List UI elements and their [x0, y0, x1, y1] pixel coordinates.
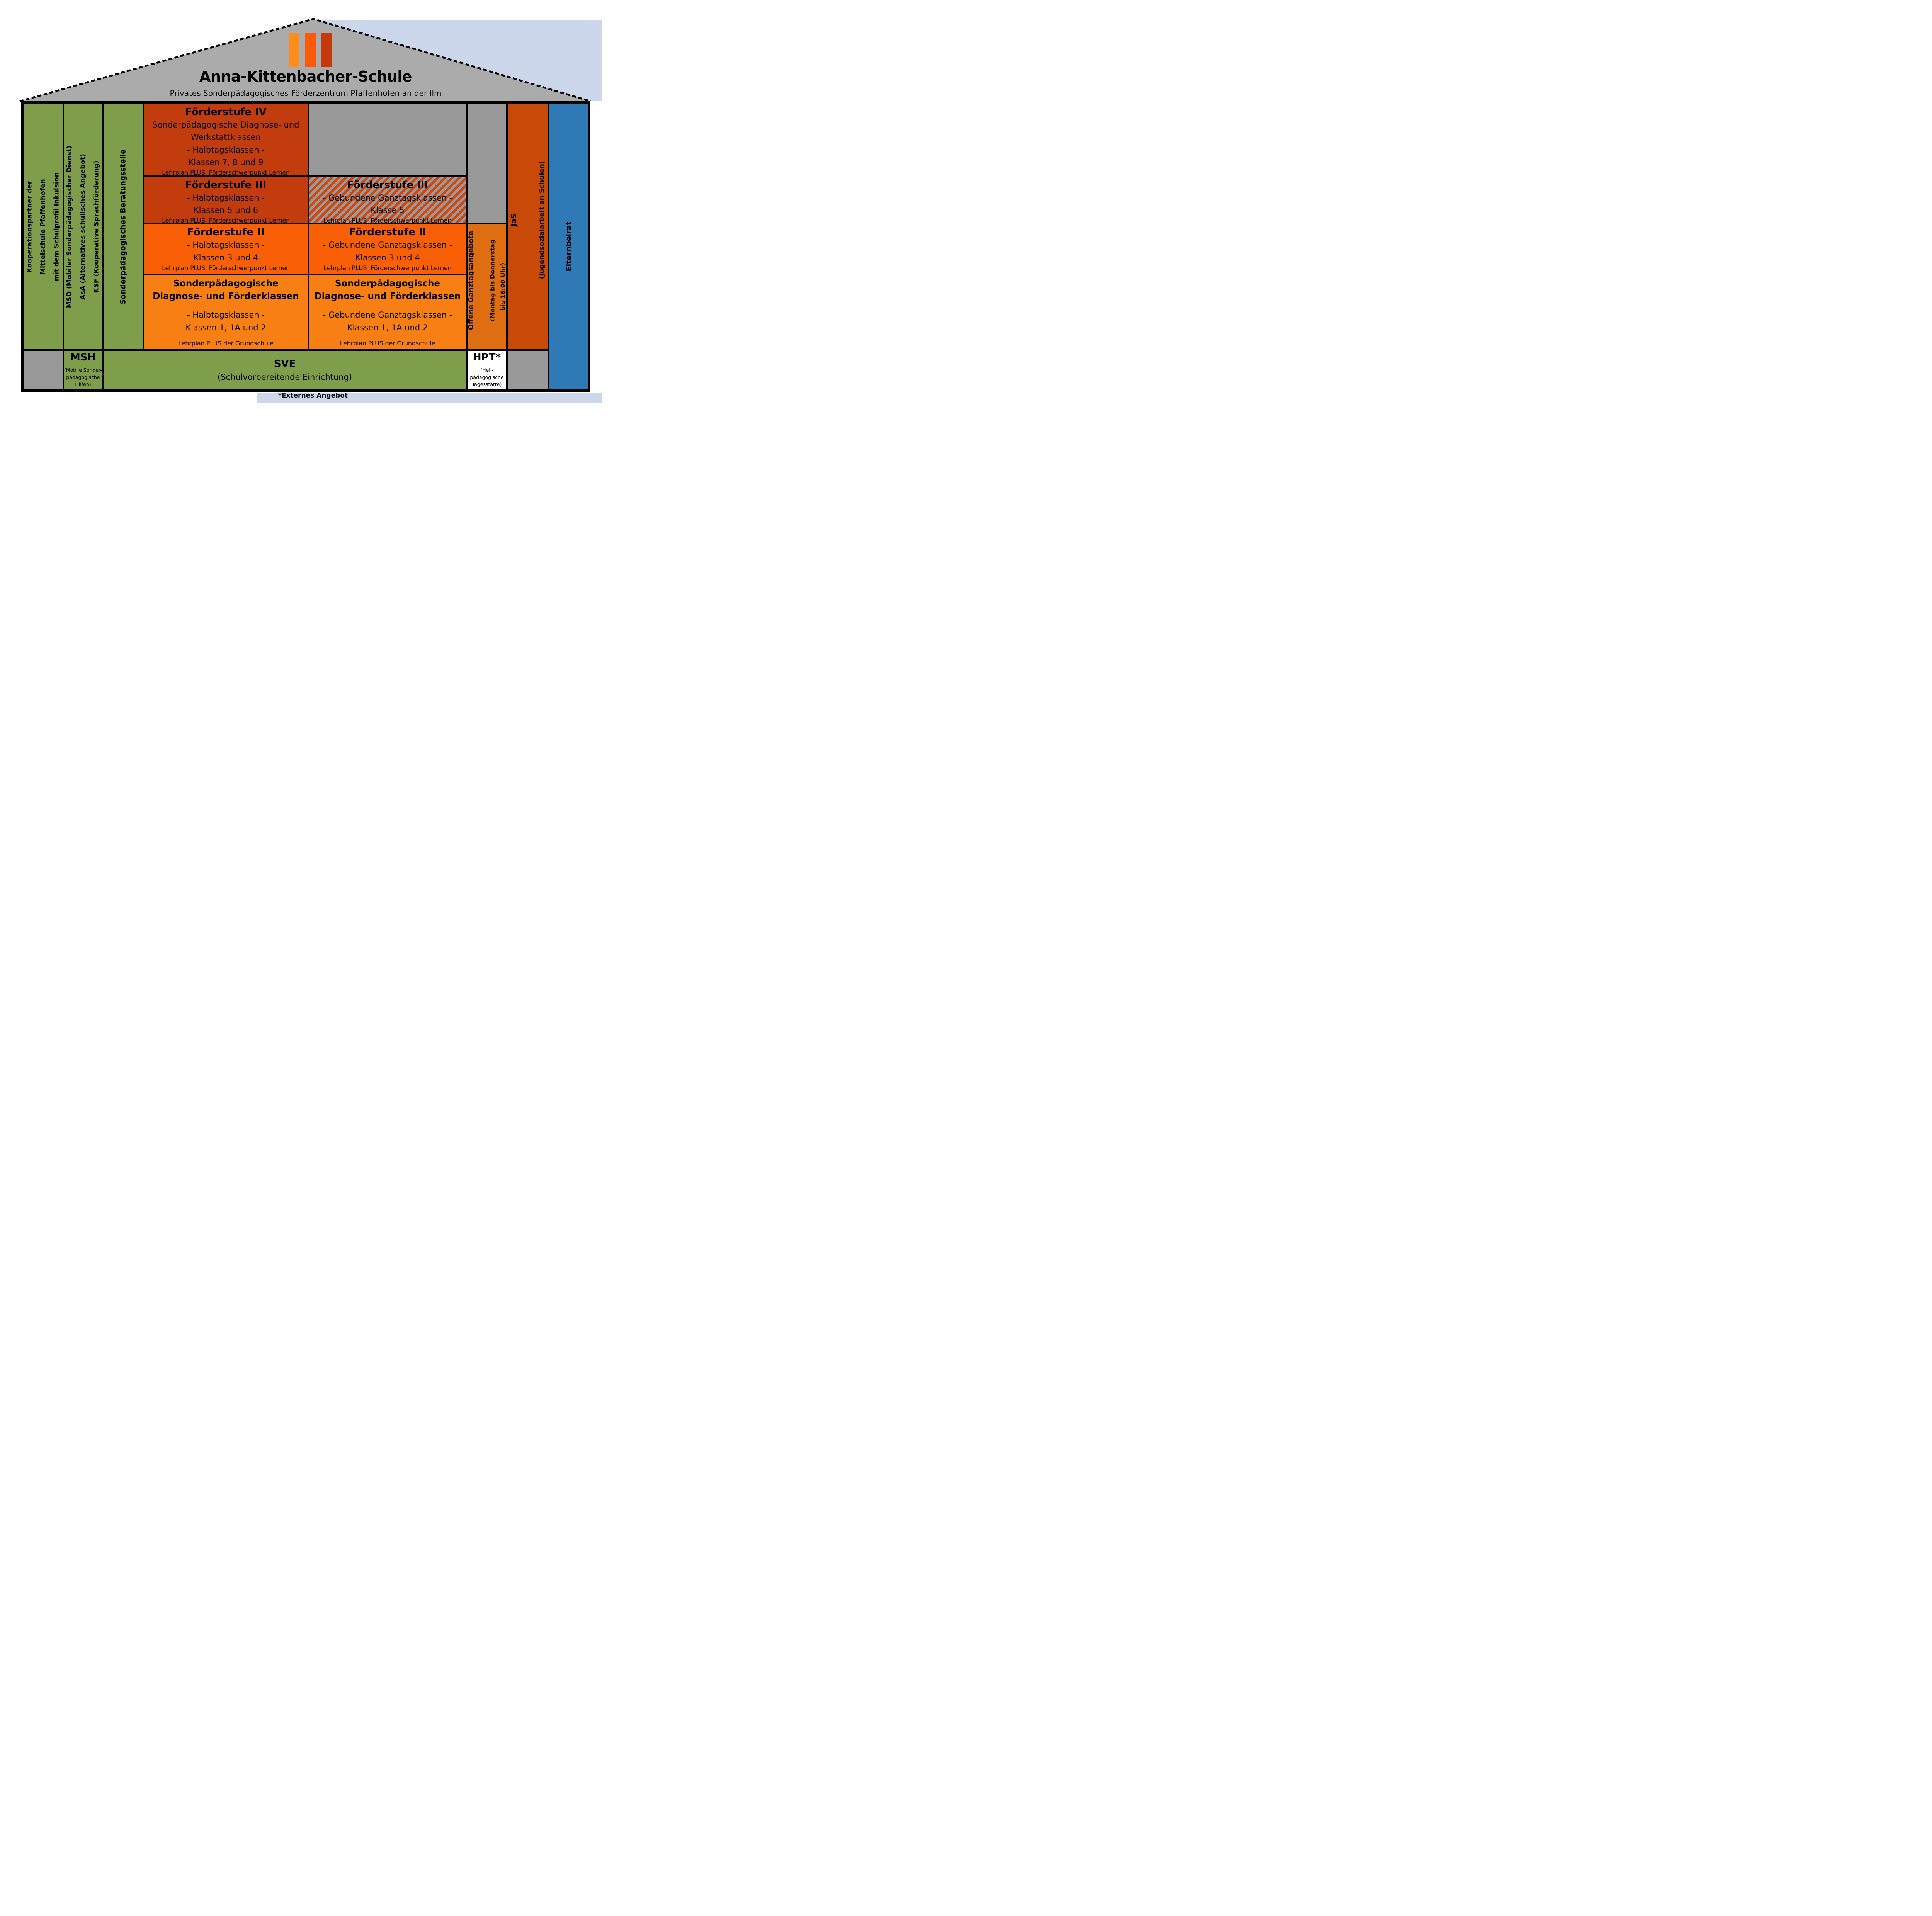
diagnose-halbtag-body: - Halbtagsklassen - Klassen 1, 1A und 2 [185, 310, 266, 332]
diagnose-ganztag-body: - Gebundene Ganztagsklassen - Klassen 1,… [323, 310, 452, 332]
f2-ganztag-body: - Gebundene Ganztagsklassen - Klassen 3 … [323, 240, 452, 262]
bottom-filler-left [23, 350, 63, 390]
block-foerderstufe-3-halbtag: Förderstufe III - Halbtagsklassen - Klas… [143, 176, 308, 223]
f2-halbtag-title: Förderstufe II [187, 226, 265, 238]
school-subtitle: Privates Sonderpädagogisches Förderzentr… [170, 88, 442, 98]
column-msd-asa-ksf: MSD (Mobiler Sonderpädagogischer Dienst)… [63, 103, 103, 350]
logo-stripe-light [289, 33, 299, 67]
diagnose-halbtag-footer: Lehrplan PLUS der Grundschule [178, 340, 274, 347]
block-msh: MSH (Mobile Sonder- pädagogische Hilfen) [63, 350, 103, 390]
f2-ganztag-title: Förderstufe II [349, 226, 427, 238]
kooperationspartner-label: Kooperationspartner der Mittelschule Pfa… [26, 172, 61, 281]
msh-subtitle: (Mobile Sonder- pädagogische Hilfen) [64, 367, 102, 388]
f3-halbtag-title: Förderstufe III [185, 179, 267, 191]
column-beratungsstelle: Sonderpädagogisches Beratungsstelle [103, 103, 143, 350]
footnote-externes-angebot: *Externes Angebot [278, 392, 348, 400]
block-diagnose-ganztag: Sonderpädagogische Diagnose- und Förderk… [308, 275, 467, 350]
jas-subtitle: (Jugendsozialarbeit an Schulen) [538, 160, 546, 279]
diagnose-ganztag-footer: Lehrplan PLUS der Grundschule [340, 340, 435, 347]
jas-title: JaS [509, 213, 518, 226]
f3-ganztag-footer: Lehrplan PLUS Förderschwerpunkt Lernen [323, 216, 452, 223]
background-band-bottom [257, 393, 602, 403]
filler-above-offene [467, 103, 507, 223]
msd-asa-ksf-label: MSD (Mobiler Sonderpädagogischer Dienst)… [65, 145, 100, 308]
column-offene-ganztagsangebote: Offene Ganztagsangebote (Montag bis Donn… [467, 223, 507, 350]
block-foerderstufe-4: Förderstufe IV Sonderpädagogische Diagno… [143, 103, 308, 176]
block-hpt: HPT* (Heil- pädagogische Tagesstätte) [467, 350, 507, 390]
f2-halbtag-body: - Halbtagsklassen - Klassen 3 und 4 [187, 240, 265, 262]
offene-sub: (Montag bis Donnerstag bis 16:00 Uhr) [489, 240, 507, 321]
block-foerderstufe-2-halbtag: Förderstufe II - Halbtagsklassen - Klass… [143, 223, 308, 275]
roof-dashed-edge [19, 18, 591, 102]
column-jas: JaS (Jugendsozialarbeit an Schulen) [507, 103, 549, 350]
f3-halbtag-footer: Lehrplan PLUS Förderschwerpunkt Lernen [162, 216, 290, 223]
sve-title: SVE [274, 358, 296, 370]
f4-footer: Lehrplan PLUS Förderschwerpunkt Lernen [162, 168, 290, 176]
roof-title-area: Anna-Kittenbacher-Schule Privates Sonder… [143, 68, 468, 98]
block-foerderstufe-3-ganztag: Förderstufe III - Gebundene Ganztagsklas… [308, 176, 467, 223]
column-elternbeirat: Elternbeirat [549, 103, 588, 390]
column-kooperationspartner: Kooperationspartner der Mittelschule Pfa… [23, 103, 63, 350]
f3-ganztag-body: - Gebundene Ganztagsklassen - Klasse 5 [323, 193, 452, 215]
block-foerderstufe-2-ganztag: Förderstufe II - Gebundene Ganztagsklass… [308, 223, 467, 275]
elternbeirat-label: Elternbeirat [564, 221, 573, 272]
f2-halbtag-footer: Lehrplan PLUS Förderschwerpunkt Lernen [162, 264, 290, 272]
block-sve: SVE (Schulvorbereitende Einrichtung) [103, 350, 467, 390]
f4-body: Sonderpädagogische Diagnose- und Werksta… [152, 120, 299, 167]
bottom-filler-right [507, 350, 549, 390]
hpt-title: HPT* [473, 351, 501, 363]
logo-stripes-icon [289, 33, 332, 67]
diagnose-halbtag-title: Sonderpädagogische Diagnose- und Förderk… [153, 279, 299, 302]
msh-title: MSH [70, 351, 96, 363]
logo-stripe-mid [305, 33, 316, 67]
school-title: Anna-Kittenbacher-Schule [199, 68, 412, 85]
page: { "title": "Anna-Kittenbacher-Schule", "… [0, 0, 602, 426]
logo-stripe-dark [321, 33, 332, 67]
house-body: Kooperationspartner der Mittelschule Pfa… [21, 101, 590, 392]
f3-ganztag-title: Förderstufe III [347, 179, 428, 191]
offene-title: Offene Ganztagsangebote [467, 231, 475, 330]
f3-halbtag-body: - Halbtagsklassen - Klassen 5 und 6 [187, 193, 265, 215]
sve-subtitle: (Schulvorbereitende Einrichtung) [217, 372, 352, 382]
f4-title: Förderstufe IV [185, 106, 267, 118]
hpt-subtitle: (Heil- pädagogische Tagesstätte) [470, 367, 504, 388]
diagnose-ganztag-title: Sonderpädagogische Diagnose- und Förderk… [314, 279, 461, 302]
roof-triangle [19, 18, 591, 102]
block-diagnose-halbtag: Sonderpädagogische Diagnose- und Förderk… [143, 275, 308, 350]
filler-above-ganztag [308, 103, 467, 176]
beratungsstelle-label: Sonderpädagogisches Beratungsstelle [119, 149, 127, 304]
f2-ganztag-footer: Lehrplan PLUS Förderschwerpunkt Lernen [323, 264, 452, 272]
